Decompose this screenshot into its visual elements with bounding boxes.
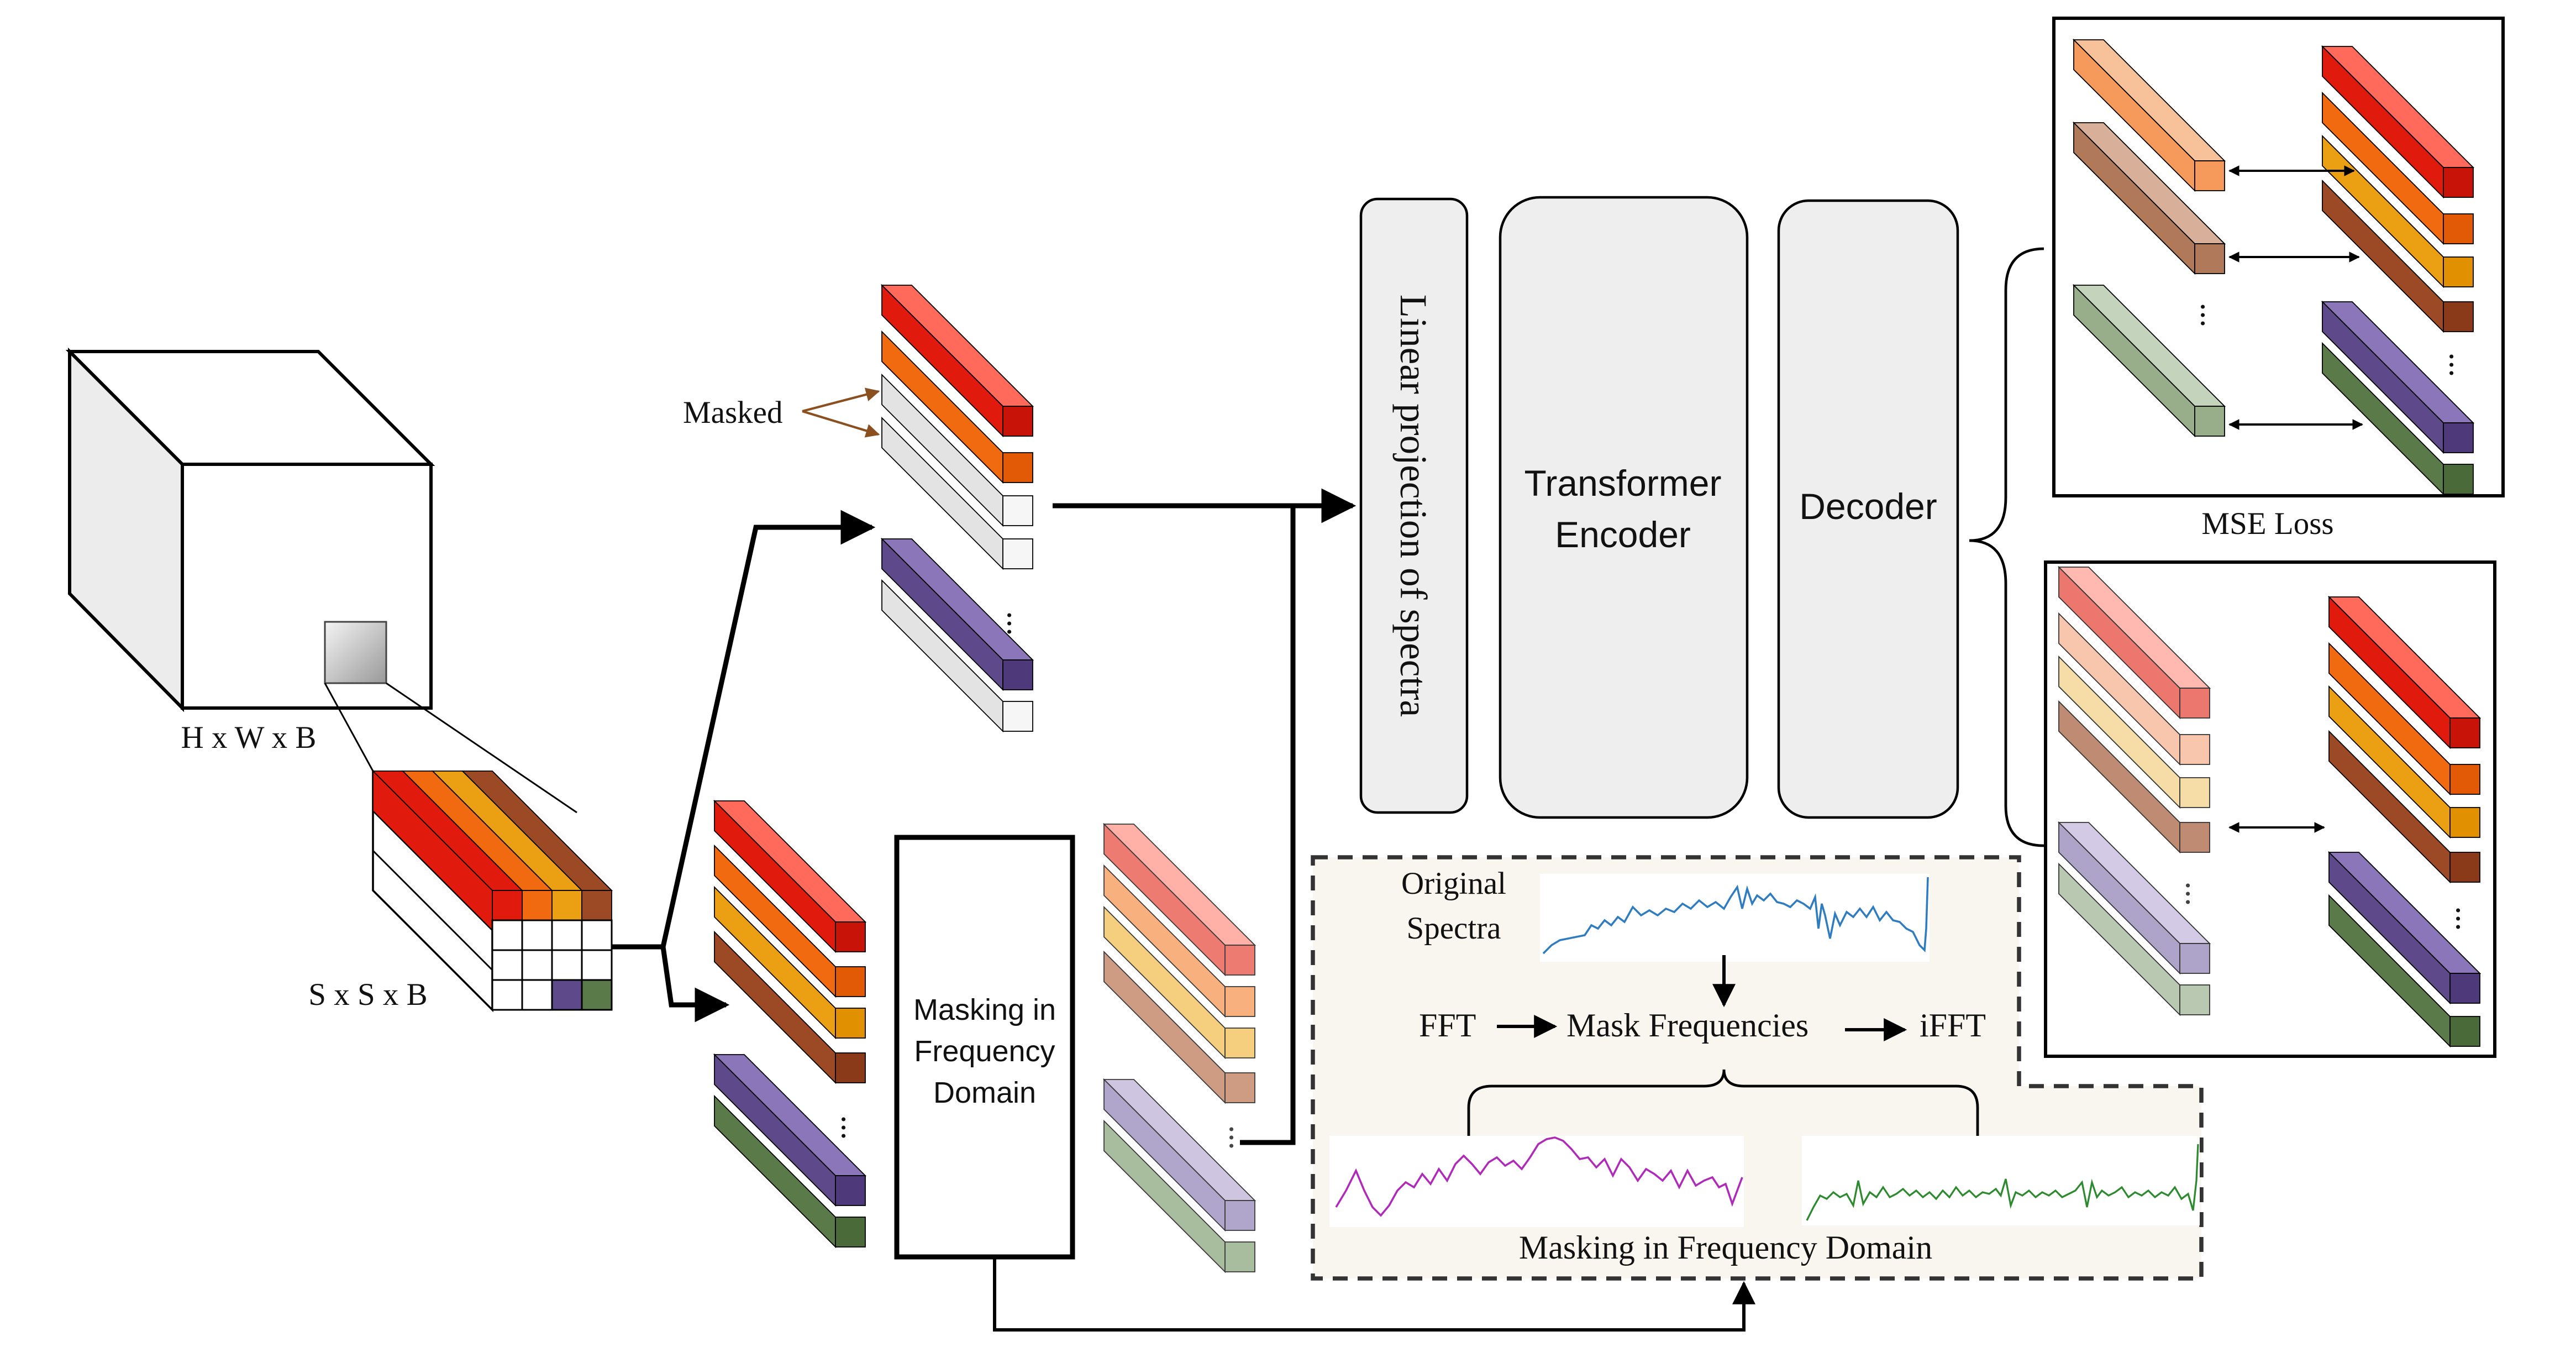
svg-text:...: ... <box>835 1115 871 1140</box>
masked-spectrum-plot <box>1329 1136 1744 1227</box>
transformer-encoder-block <box>1499 196 1749 819</box>
split-arrows <box>612 510 876 1023</box>
output-brace <box>1969 247 2044 847</box>
masking-block-label-3: Domain <box>933 1076 1036 1109</box>
transformer-label-2: Encoder <box>1555 514 1691 555</box>
token-band-orange <box>881 330 1033 484</box>
original-spectra-label-1: Original <box>1401 866 1506 901</box>
linear-projection-label: Linear projection of spectra <box>1392 295 1434 717</box>
token-band-purple <box>880 537 1034 691</box>
transformer-label-1: Transformer <box>1524 463 1722 504</box>
masked-arrows <box>802 387 880 438</box>
token-masked-1 <box>881 373 1033 527</box>
svg-text:...: ... <box>2449 906 2486 931</box>
linear-projection-block <box>1359 197 1469 814</box>
svg-text:...: ... <box>2179 882 2216 906</box>
masking-to-spectra-arrow <box>993 1257 1755 1332</box>
original-spectrum-line <box>1542 877 1929 955</box>
ifft-label: iFFT <box>1920 1007 1986 1044</box>
masked-label: Masked <box>683 395 782 430</box>
mse-loss-label: MSE Loss <box>2201 506 2333 541</box>
masking-block-label-2: Frequency <box>914 1035 1055 1068</box>
frequency-masked-tokens: ... <box>1102 822 1259 1273</box>
original-spectra-label-2: Spectra <box>1407 911 1501 946</box>
masking-frequency-block <box>894 835 1075 1260</box>
ellipsis: ... <box>1001 611 1037 636</box>
original-spectrum-plot <box>1540 874 1930 962</box>
token-band-red <box>880 284 1034 438</box>
masking-block-label-1: Masking in <box>913 993 1056 1026</box>
spectra-brace <box>1467 1069 1979 1144</box>
freq-target-tokens: ... <box>2327 595 2486 1048</box>
decoder-block <box>1777 199 1959 819</box>
mse-target-tokens: ... <box>2321 45 2479 496</box>
frequency-input-tokens: ... <box>713 799 871 1249</box>
hyperspectral-cube <box>65 347 577 814</box>
token-masked-2 <box>881 416 1033 570</box>
svg-text:...: ... <box>2443 353 2479 378</box>
patch-cube <box>371 768 613 1013</box>
patch-dims-label: S x S x B <box>308 977 427 1012</box>
freq-reconstructed-tokens: ... <box>2057 565 2216 1016</box>
token-masked-3 <box>881 579 1033 733</box>
tokens-to-projection-arrows <box>1053 488 1357 1145</box>
spatial-masked-tokens: ... <box>880 284 1037 733</box>
masking-fd-caption: Masking in Frequency Domain <box>1519 1229 1932 1266</box>
ifft-spectrum-line <box>1806 1144 2199 1221</box>
ifft-spectrum-plot <box>1802 1136 2200 1225</box>
fft-label: FFT <box>1419 1007 1476 1044</box>
selected-patch <box>324 621 387 684</box>
svg-text:...: ... <box>1223 1125 1259 1150</box>
mse-reconstructed-tokens: ... <box>2072 38 2231 438</box>
svg-text:...: ... <box>2194 303 2231 328</box>
mask-frequencies-label: Mask Frequencies <box>1566 1007 1809 1044</box>
decoder-label: Decoder <box>1799 486 1937 527</box>
cube-dims-label: H x W x B <box>181 720 317 755</box>
masked-spectrum-line <box>1335 1136 1743 1217</box>
mse-compare-arrows <box>2228 165 2363 430</box>
